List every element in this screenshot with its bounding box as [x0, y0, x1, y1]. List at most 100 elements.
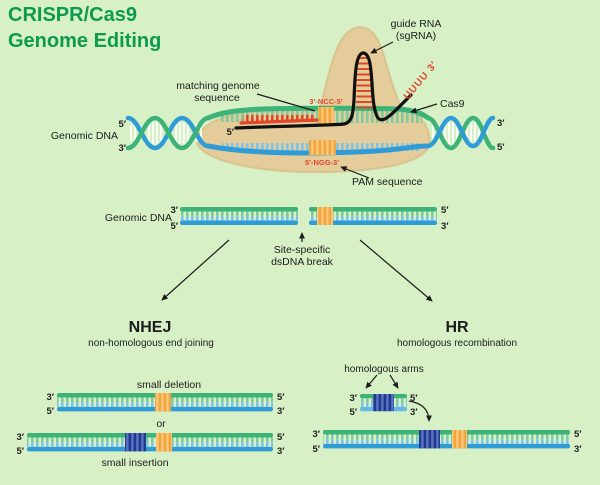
break-label-line2: dsDNA break: [271, 256, 334, 268]
teeth-top: [180, 211, 298, 216]
guide-rna-label: guide RNA (sgRNA): [370, 18, 442, 54]
bottom-rail: [180, 220, 298, 225]
arrow-to-nhej: [161, 239, 230, 301]
end-label: 3′: [46, 392, 54, 403]
pam-block: [317, 207, 333, 225]
small-deletion-label: small deletion: [137, 379, 201, 391]
bottom-rail: [309, 220, 437, 225]
matching-label-line2: sequence: [194, 92, 240, 104]
top-strand-teeth-right: [316, 116, 422, 123]
end-label: 5′: [277, 392, 285, 403]
pam-block: [155, 393, 171, 412]
pam-block: [156, 433, 172, 452]
guide-rna-strand: [234, 51, 413, 130]
teeth-bottom: [323, 439, 570, 444]
ncc-sequence-label: 3′-NCC-5′: [309, 97, 342, 106]
matching-label-line1: matching genome: [176, 80, 260, 92]
title-line-2: Genome Editing: [8, 30, 161, 52]
cut-dna-right-fragment: [309, 207, 437, 225]
pam-label-text: PAM sequence: [352, 176, 423, 188]
guide-5prime-label: 5′: [226, 127, 234, 138]
hr-heading: HR: [445, 319, 469, 336]
hr-section: HR homologous recombination homologous a…: [312, 319, 582, 455]
genomic-bottom-strand: [205, 143, 431, 156]
top-strand-teeth-left: [220, 116, 243, 122]
end-label: 5′: [170, 221, 178, 232]
donor-insertion-arrow: [408, 400, 432, 422]
end-label: 5′: [441, 205, 449, 216]
end-label: 5′: [118, 119, 126, 130]
guide-rna-label-line2: (sgRNA): [396, 30, 436, 42]
end-label: 3′: [349, 393, 357, 404]
end-label: 3′: [277, 446, 285, 457]
bottom-rail: [27, 446, 273, 452]
end-label: 5′: [312, 444, 320, 455]
title-line-1: CRISPR/Cas9: [8, 4, 137, 26]
homologous-arms-label: homologous arms: [344, 364, 424, 389]
end-label: 5′: [410, 393, 418, 404]
guide-rna-arrow: [370, 41, 394, 54]
end-label: 3′: [574, 444, 582, 455]
arms-label-text: homologous arms: [344, 364, 423, 375]
end-label: 3′: [170, 205, 178, 216]
nhej-subtitle: non-homologous end joining: [88, 338, 214, 349]
genomic-dna-label-middle: Genomic DNA: [105, 212, 172, 224]
end-label: 5′: [349, 407, 357, 418]
matching-leader-line: [256, 93, 316, 112]
cut-dna-diagram: Genomic DNA 3′ 5′ 5′ 3′ Site-specific ds…: [105, 205, 449, 302]
top-rail: [180, 207, 298, 212]
top-rail: [27, 433, 273, 438]
nhej-section: NHEJ non-homologous end joining small de…: [16, 319, 285, 469]
end-label: 3′: [16, 432, 24, 443]
matching-sequence-teeth: [243, 115, 316, 122]
end-label: 3′: [312, 429, 320, 440]
matching-genome-sequence-label: matching genome sequence: [176, 80, 316, 112]
end-label: 3′: [497, 118, 505, 129]
ngg-sequence-label: 5′-NGG-3′: [305, 158, 339, 167]
top-rail: [323, 430, 570, 435]
cas9-arrow: [410, 103, 438, 114]
dna-helix-left: [125, 115, 211, 151]
cut-dna-left-fragment: [180, 207, 298, 225]
helix-left-green-strand: [125, 115, 211, 151]
nhej-deletion-dna: [57, 393, 273, 412]
pam-block-bottom: [309, 140, 336, 155]
insert-block: [373, 394, 394, 412]
hr-donor-template: [360, 394, 407, 412]
or-label: or: [156, 418, 166, 430]
hairpin-rungs: [356, 57, 374, 109]
cas9-label: Cas9: [410, 98, 465, 114]
dna-helix-right: [425, 115, 496, 151]
end-label: 3′: [441, 221, 449, 232]
insertion-block: [125, 433, 146, 452]
pam-sequence-label: PAM sequence: [340, 166, 423, 188]
small-insertion-label: small insertion: [101, 457, 168, 469]
insert-block: [419, 430, 440, 449]
teeth-bottom: [309, 216, 437, 221]
cas9-complex-diagram: UUUU 3′ Genomic DNA 5′ 3′ 3′ 5′ 5′ 3′-NC…: [51, 18, 505, 188]
end-label: 5′: [46, 406, 54, 417]
pam-arrow: [340, 166, 370, 179]
arms-arrow-right: [389, 374, 399, 389]
end-label: 3′: [277, 406, 285, 417]
nhej-heading: NHEJ: [129, 319, 172, 336]
top-rail: [309, 207, 437, 212]
helix-right-blue-strand: [425, 115, 496, 149]
teeth-bottom: [180, 216, 298, 221]
hr-subtitle: homologous recombination: [397, 338, 517, 349]
guide-rna-label-line1: guide RNA: [391, 18, 442, 30]
arrow-to-hr: [359, 239, 433, 302]
end-label: 3′: [118, 143, 126, 154]
bottom-rail: [323, 443, 570, 449]
pam-block: [452, 430, 467, 449]
end-label: 5′: [16, 446, 24, 457]
end-label: 5′: [277, 432, 285, 443]
dsdna-break-label: Site-specific dsDNA break: [271, 232, 334, 268]
break-label-line1: Site-specific: [274, 244, 331, 256]
hr-result-dna: [323, 430, 570, 449]
page-title: CRISPR/Cas9 Genome Editing: [8, 4, 161, 52]
teeth-top: [27, 437, 273, 443]
cas9-label-text: Cas9: [440, 98, 465, 110]
